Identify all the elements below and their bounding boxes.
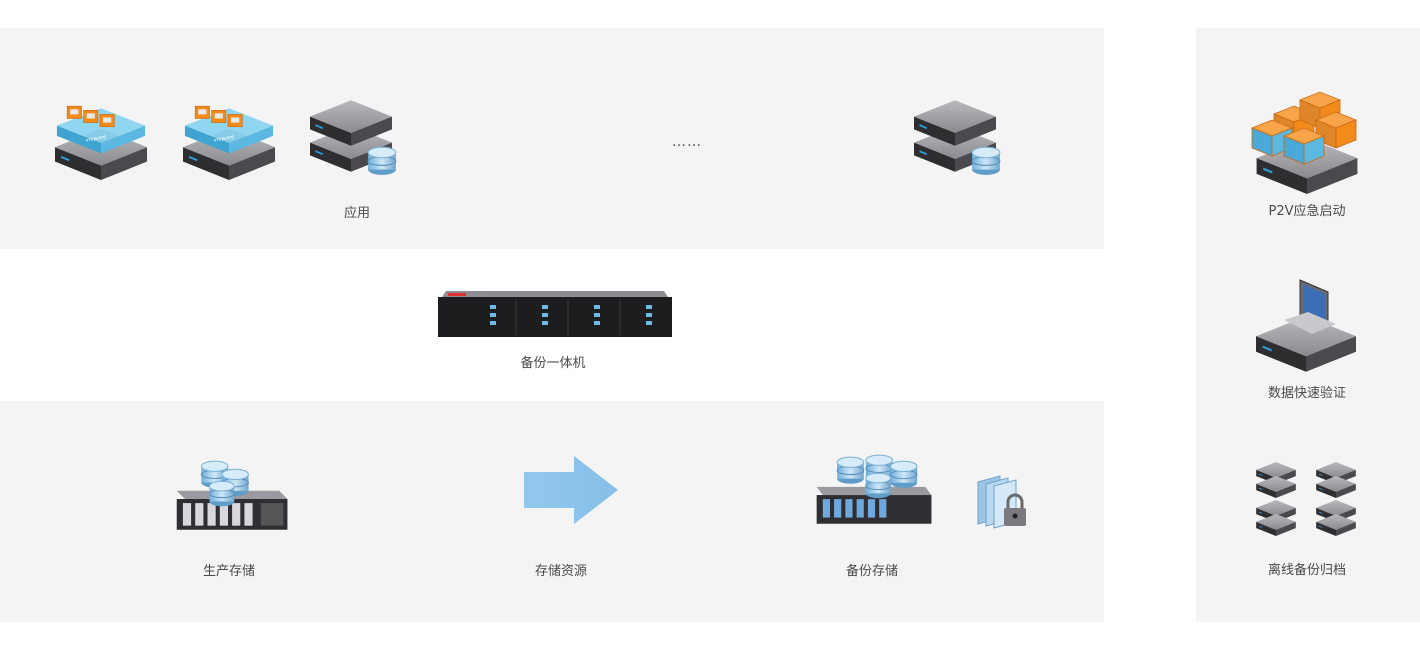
quick-verify-label: 数据快速验证 <box>1267 386 1346 401</box>
appliance-label: 备份一体机 <box>520 356 586 371</box>
ellipsis: …… <box>672 134 702 150</box>
backup-storage-label: 备份存储 <box>845 564 898 579</box>
vm-cluster-icon <box>1250 91 1358 194</box>
workstation-icon <box>1256 279 1356 372</box>
production-storage-label: 生产存储 <box>202 564 255 579</box>
database-server-icon <box>310 100 400 180</box>
database-server-icon <box>914 100 1004 180</box>
application-label: 应用 <box>343 206 370 221</box>
right-arrow-icon <box>524 456 618 524</box>
p2v-label: P2V应急启动 <box>1268 204 1346 219</box>
offline-servers-icon <box>1256 462 1356 536</box>
vmware-server-icon <box>182 98 276 180</box>
storage-resources-label: 存储资源 <box>534 564 587 579</box>
locked-files-icon <box>977 475 1026 529</box>
backup-appliance-icon <box>438 291 672 337</box>
storage-array-icon <box>816 454 932 524</box>
storage-array-icon <box>166 460 290 540</box>
vmware-server-icon <box>54 98 148 180</box>
top-panel <box>0 28 1104 249</box>
offline-archive-label: 离线备份归档 <box>1267 563 1346 578</box>
